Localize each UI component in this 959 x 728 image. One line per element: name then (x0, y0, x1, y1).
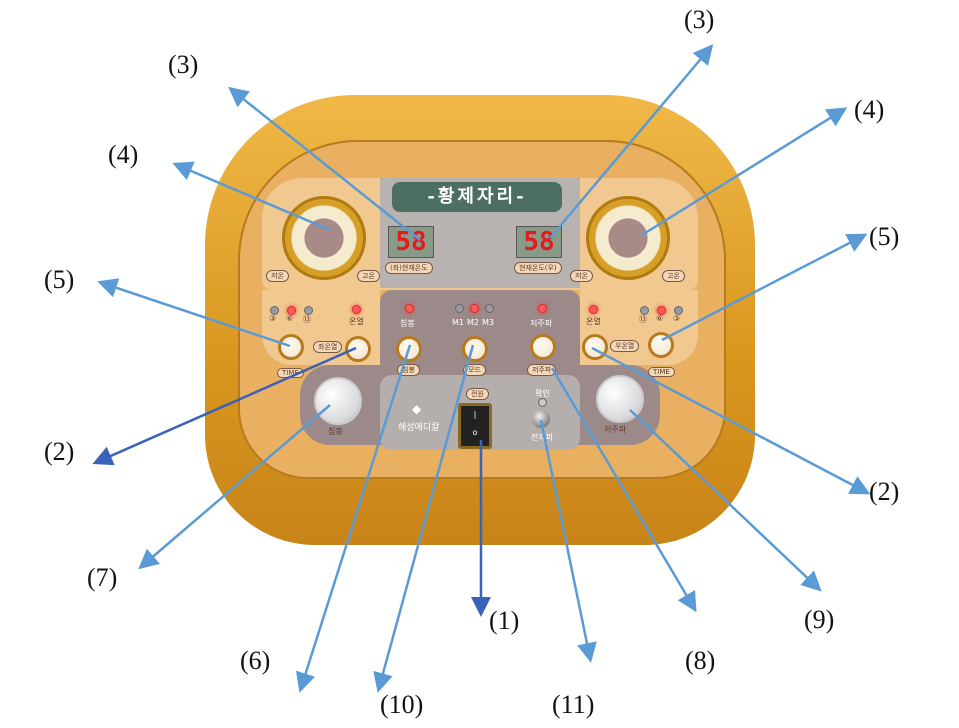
arrow-2-left (92, 346, 357, 466)
arrow-5-right (661, 233, 868, 342)
callout-4-left: (4) (108, 140, 139, 169)
mode-option-m3: M3 (482, 318, 494, 327)
acupoint-button[interactable] (396, 336, 422, 362)
left-heat-led-label: 온열 (349, 317, 364, 326)
right-dial-high-label: 고온 (662, 270, 685, 282)
callout-3-left: (3) (168, 50, 199, 79)
left-time-button[interactable] (278, 334, 304, 360)
title-plate: -황제자리- (392, 182, 562, 212)
acupoint-knob-label: 침봉 (328, 427, 343, 436)
power-switch[interactable]: |o (458, 403, 492, 449)
time-led-6-left (287, 306, 296, 315)
low-frequency-knob-label: 저주파 (604, 425, 627, 434)
left-heat-led (352, 305, 361, 314)
arrow-11 (539, 419, 597, 663)
low-frequency-button[interactable] (530, 334, 556, 360)
callout-5-right: (5) (869, 222, 900, 251)
left-heat-button[interactable] (345, 336, 371, 362)
arrow-8 (550, 367, 697, 613)
right-heat-button[interactable] (582, 334, 608, 360)
callout-2-left: (2) (44, 437, 75, 466)
emf-sensor[interactable] (532, 410, 550, 428)
arrow-2-right (591, 346, 871, 495)
right-time-button[interactable] (648, 332, 674, 358)
right-heat-led-label: 온열 (586, 317, 601, 326)
mode-led-m2 (470, 304, 479, 313)
mode-option-m2: M2 (467, 318, 479, 327)
brand-logo: ◆ (412, 402, 422, 416)
acupoint-led (405, 304, 414, 313)
right-temperature-display: 58 (516, 226, 562, 258)
time-led-13-left (304, 306, 313, 315)
time-option-right-6: ⑥ (656, 314, 664, 323)
left-heat-button-label: 좌온열 (313, 341, 343, 353)
time-led-6-right (657, 306, 666, 315)
callout-9: (9) (804, 605, 835, 634)
power-label: 전원 (466, 388, 489, 400)
time-led-3-right (674, 306, 683, 315)
callout-8: (8) (685, 646, 716, 675)
time-option-left-3: ③ (269, 314, 277, 323)
time-option-left-13: ⑬ (303, 315, 311, 324)
right-time-label: TIME (648, 367, 675, 377)
callout-3-right: (3) (684, 5, 715, 34)
callout-4-right: (4) (854, 95, 885, 124)
time-led-13-right (640, 306, 649, 315)
mode-button-label: 모드 (463, 364, 486, 376)
mode-led-m1 (455, 304, 464, 313)
left-display-label: (좌)현재온도 (385, 262, 433, 274)
arrow-6 (296, 344, 412, 693)
arrow-4-left (172, 161, 331, 232)
callout-10: (10) (380, 690, 424, 719)
arrow-4-right (641, 107, 848, 237)
time-option-right-3: ③ (673, 314, 681, 323)
time-option-left-6: ⑥ (286, 314, 294, 323)
arrow-5-left (97, 278, 291, 348)
right-heat-button-label: 우온열 (610, 340, 640, 352)
left-dial-low-label: 저온 (266, 270, 289, 282)
arrow-3-left (228, 86, 421, 241)
callout-1: (1) (489, 606, 520, 635)
low-frequency-button-label: 저주파 (527, 364, 557, 376)
mode-option-m1: M1 (452, 318, 464, 327)
callout-5-left: (5) (44, 265, 75, 294)
callout-7: (7) (87, 563, 118, 592)
brand-name: 해성메디칼 (398, 423, 440, 433)
arrow-3-right (549, 44, 714, 239)
left-dial-high-label: 고온 (357, 270, 380, 282)
time-led-3-left (270, 306, 279, 315)
callout-2-right: (2) (869, 477, 900, 506)
low-frequency-led-label: 저주파 (530, 319, 553, 328)
right-heat-led (589, 305, 598, 314)
callout-6: (6) (240, 646, 271, 675)
right-temperature-dial[interactable] (586, 196, 670, 280)
emf-label: 전자파 (531, 433, 554, 442)
time-option-right-13: ⑬ (639, 315, 647, 324)
confirm-led (538, 398, 547, 407)
low-frequency-led (538, 304, 547, 313)
right-dial-low-label: 저온 (570, 270, 593, 282)
callout-11: (11) (552, 690, 595, 719)
arrow-10 (373, 344, 475, 693)
right-display-label: 현재온도(우) (514, 262, 562, 274)
mode-led-m3 (485, 304, 494, 313)
left-temperature-dial[interactable] (282, 196, 366, 280)
arrow-7 (138, 404, 331, 570)
confirm-label: 확인 (535, 389, 550, 398)
arrow-9 (629, 409, 822, 592)
acupoint-led-label: 침봉 (400, 319, 415, 328)
acupoint-intensity-knob[interactable] (314, 377, 362, 425)
mode-button[interactable] (462, 336, 488, 362)
